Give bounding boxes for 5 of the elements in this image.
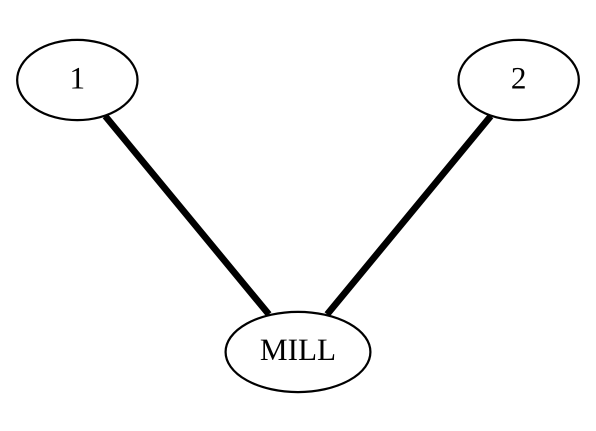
node-ellipse: MILL: [224, 310, 372, 393]
node-ellipse: 2: [457, 38, 580, 121]
connector: [324, 114, 494, 316]
node-ellipse: 1: [16, 38, 139, 121]
connector: [102, 114, 272, 316]
